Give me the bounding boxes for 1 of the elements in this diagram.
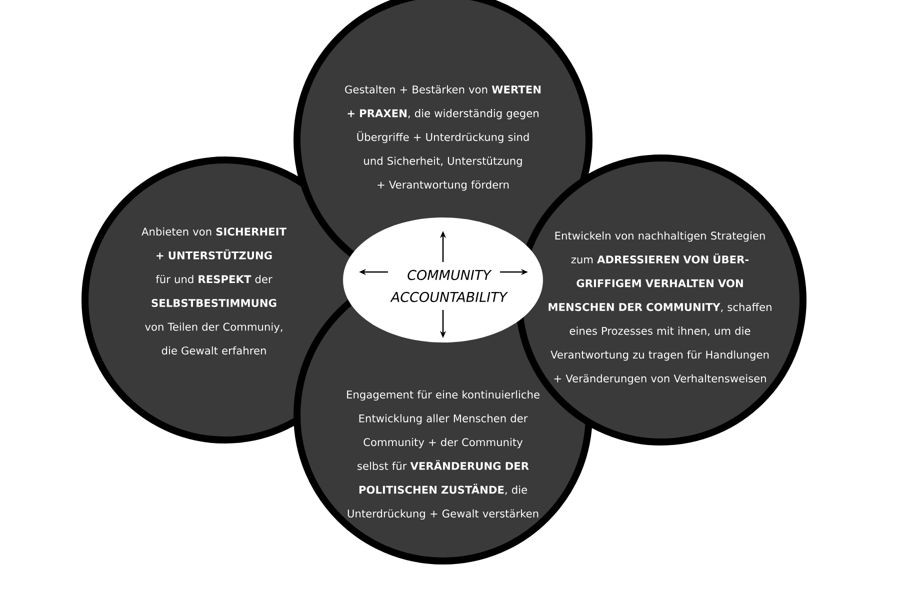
node-label: Entwickeln von nachhaltigen Strategien zum ADRESSIEREN VON ÜBER-GRIFFIGEM VERHALTEN VON MENSCHEN DER COMMUNITY, schaffen eines Prozesses mit ihnen, um die Verantwortung zu tragen für Handlungen + Veränderungen von Verhaltensweisen (548, 231, 772, 385)
